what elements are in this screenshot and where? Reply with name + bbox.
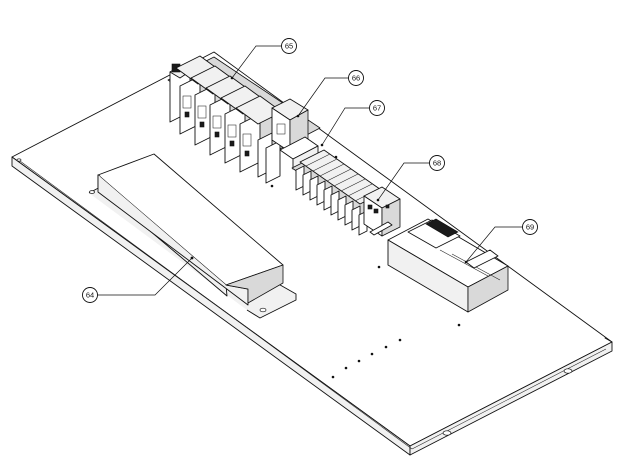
callout-66: 66: [348, 70, 364, 86]
component-64-enclosure: [88, 153, 297, 319]
component-65-relay-row: [167, 55, 321, 184]
callout-69-label: 69: [526, 223, 534, 232]
callout-67-label: 67: [373, 104, 381, 113]
callout-65-label: 65: [285, 42, 293, 51]
callout-69: 69: [522, 219, 538, 235]
callout-66-label: 66: [352, 74, 360, 83]
callout-65: 65: [281, 38, 297, 54]
component-69-power-supply: [387, 218, 509, 313]
component-68-terminal-module: [363, 186, 401, 237]
callout-64-label: 64: [86, 291, 94, 300]
component-66-contactor: [271, 98, 319, 170]
callout-64: 64: [82, 287, 98, 303]
callout-68: 68: [429, 155, 445, 171]
callout-67: 67: [369, 100, 385, 116]
callout-leaders: [95, 45, 523, 296]
base-plate: [11, 51, 613, 456]
callout-68-label: 68: [433, 159, 441, 168]
